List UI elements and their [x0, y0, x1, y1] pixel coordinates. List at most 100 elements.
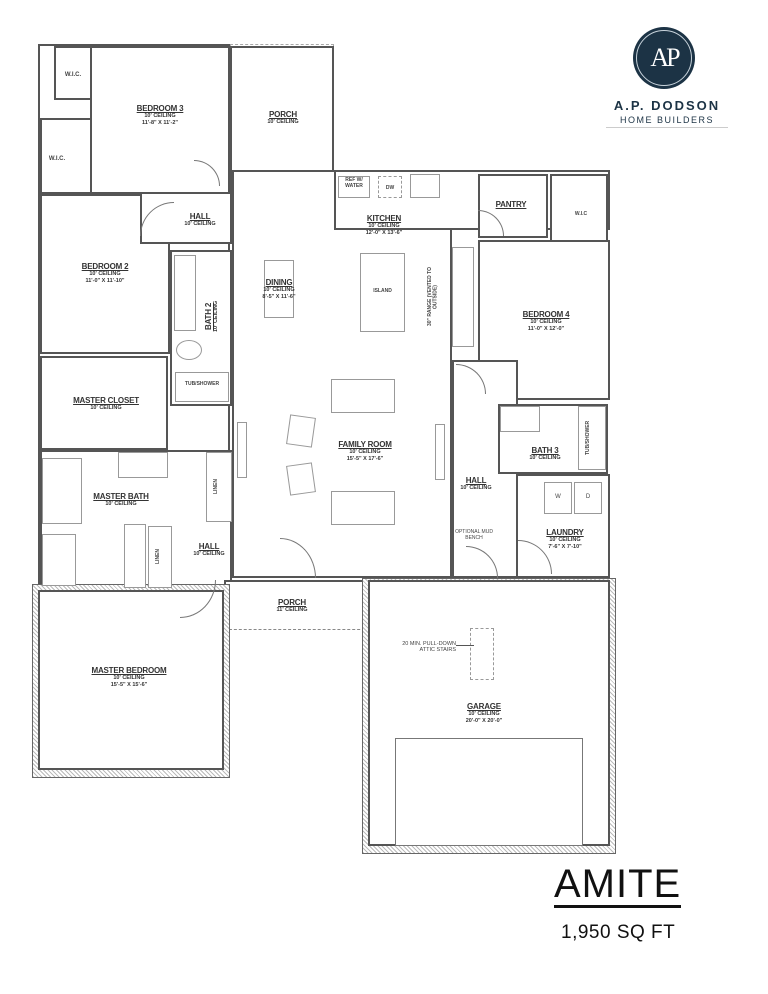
master-bath-ceiling: 10' CEILING	[105, 501, 137, 508]
label-dining: DINING 10' CEILING 8'-5" X 11'-6"	[244, 278, 314, 300]
master-closet-name: MASTER CLOSET	[73, 396, 139, 405]
porch-rear-name: PORCH	[269, 110, 297, 119]
dining-name: DINING	[265, 278, 293, 287]
bedroom3-name: BEDROOM 3	[136, 104, 184, 113]
plan-title: AMITE	[554, 862, 682, 908]
kitchen-size: 12'-0" X 13'-6"	[365, 229, 403, 236]
wic-2-name: W.I.C.	[48, 156, 66, 162]
hall-upper-ceiling: 10' CEILING	[184, 221, 216, 228]
laundry-ceiling: 10' CEILING	[549, 537, 581, 544]
bath2-toilet	[176, 340, 202, 360]
kitchen-name: KITCHEN	[366, 214, 402, 223]
wall-wic3	[550, 174, 608, 242]
brand-logo: AP	[633, 27, 695, 89]
wic-3-name: W.I.C	[574, 211, 588, 217]
label-wic-3: W.I.C	[566, 211, 596, 218]
hall-right-ceiling: 10' CEILING	[460, 485, 492, 492]
bath2-tub	[175, 372, 229, 402]
label-hall-right: HALL 10' CEILING	[454, 476, 498, 492]
dryer-box	[574, 482, 602, 514]
brand-block: A.P. DODSON HOME BUILDERS	[606, 98, 728, 128]
family-room-size: 15'-5" X 17'-6"	[346, 455, 384, 462]
sofa-top	[331, 379, 395, 413]
garage-door	[395, 738, 583, 846]
label-bath3: BATH 3 10' CEILING	[520, 446, 570, 462]
label-linen-1: LINEN	[213, 474, 220, 500]
laundry-name: LAUNDRY	[546, 528, 584, 537]
attic-name: 20 MIN. PULL-DOWN ATTIC STAIRS	[402, 641, 456, 654]
label-bedroom4: BEDROOM 4 10' CEILING 11'-0" X 12'-0"	[496, 310, 596, 332]
label-dw: DW	[378, 185, 402, 192]
label-dryer: D	[574, 494, 602, 501]
bath2-vanity	[174, 255, 196, 331]
label-island: ISLAND	[360, 288, 405, 295]
bedroom2-name: BEDROOM 2	[81, 262, 129, 271]
family-room-ceiling: 10' CEILING	[349, 449, 381, 456]
label-mud-bench: OPTIONAL MUD BENCH	[452, 529, 496, 541]
range-counter	[452, 247, 474, 347]
attic-stairs-outline	[470, 628, 494, 680]
bedroom2-ceiling: 10' CEILING	[89, 271, 121, 278]
label-garage: GARAGE 10' CEILING 20'-0" X 20'-0"	[444, 702, 524, 724]
label-hall-lower: HALL 10' CEILING	[186, 542, 232, 558]
master-tub	[42, 458, 82, 524]
label-bath2: BATH 2 10' CEILING	[204, 286, 220, 346]
hall-upper-name: HALL	[189, 212, 211, 221]
wall-hall-upper	[140, 194, 232, 244]
bath2-name: BATH 2	[204, 302, 213, 330]
wic-1-name: W.I.C.	[64, 72, 82, 78]
sofa-bottom	[331, 491, 395, 525]
hall-right-name: HALL	[465, 476, 487, 485]
bath3-ceiling: 10' CEILING	[529, 455, 561, 462]
side-table-left	[237, 422, 247, 478]
master-shower	[42, 534, 76, 586]
range-name: 30" RANGE (VENTED TO OUTSIDE)	[427, 267, 439, 327]
dryer-name: D	[585, 494, 591, 500]
kitchen-sink	[410, 174, 440, 198]
linen-2-name: LINEN	[155, 549, 161, 565]
brand-name: A.P. DODSON	[613, 98, 721, 113]
bedroom4-size: 11'-0" X 12'-0"	[527, 325, 565, 332]
label-ref: REF W/ WATER	[338, 177, 370, 189]
island-name: ISLAND	[373, 288, 392, 294]
washer-box	[544, 482, 572, 514]
master-vanity-1	[118, 452, 168, 478]
hall-linen	[148, 526, 172, 588]
bath2-tub-name: TUB/SHOWER	[184, 381, 220, 387]
wall-master-closet	[40, 356, 168, 450]
label-family-room: FAMILY ROOM 10' CEILING 15'-5" X 17'-6"	[310, 440, 420, 462]
porch-front-name: PORCH	[278, 598, 306, 607]
master-bedroom-ceiling: 10' CEILING	[113, 675, 145, 682]
brand-subtitle: HOME BUILDERS	[606, 115, 728, 128]
washer-name: W	[555, 494, 561, 500]
ref-name: REF W/ WATER	[345, 177, 363, 189]
master-bath-name: MASTER BATH	[93, 492, 149, 501]
label-bedroom2: BEDROOM 2 10' CEILING 11'-0" X 11'-10"	[50, 262, 160, 284]
porch-front-ceiling: 11' CEILING	[276, 607, 308, 614]
hall-lower-name: HALL	[198, 542, 220, 551]
garage-name: GARAGE	[467, 702, 501, 711]
label-wic-2: W.I.C.	[42, 156, 72, 163]
label-linen-2: LINEN	[155, 544, 162, 570]
label-laundry: LAUNDRY 10' CEILING 7'-6" X 7'-10"	[530, 528, 600, 550]
dishwasher	[378, 176, 402, 198]
master-closet-ceiling: 10' CEILING	[90, 405, 122, 412]
master-linen	[206, 452, 232, 522]
label-range: 30" RANGE (VENTED TO OUTSIDE)	[427, 256, 446, 338]
side-table-right	[435, 424, 445, 480]
bedroom3-ceiling: 10' CEILING	[144, 113, 176, 120]
wall-wic2	[40, 118, 92, 194]
label-master-closet: MASTER CLOSET 10' CEILING	[56, 396, 156, 412]
hall-lower-ceiling: 10' CEILING	[193, 551, 225, 558]
family-room-name: FAMILY ROOM	[338, 440, 392, 449]
label-hall-upper: HALL 10' CEILING	[170, 212, 230, 228]
bath3-name: BATH 3	[531, 446, 559, 455]
bedroom2-size: 11'-0" X 11'-10"	[85, 277, 125, 284]
label-washer: W	[544, 494, 572, 501]
wall-master-bedroom	[38, 590, 224, 770]
label-bedroom3: BEDROOM 3 10' CEILING 11'-8" X 11'-2"	[100, 104, 220, 126]
label-bath2-tub: TUB/SHOWER	[176, 381, 228, 388]
dining-size: 8'-5" X 11'-6"	[262, 293, 296, 300]
wall-wic1	[54, 46, 92, 100]
